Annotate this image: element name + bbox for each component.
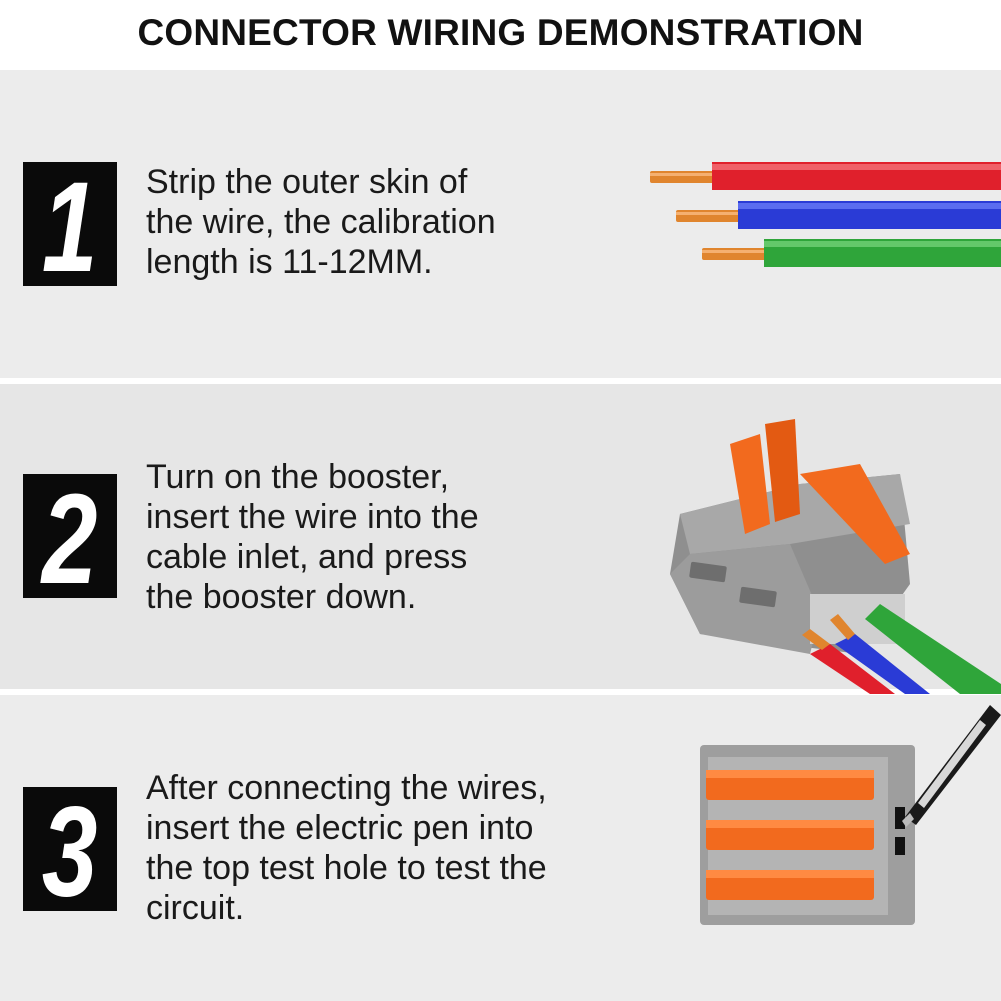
lever-raised-2: [765, 419, 800, 522]
blue-wire-copper: [830, 614, 855, 640]
step-3-instruction: After connecting the wires, insert the e…: [146, 769, 547, 927]
connector-slot-2: [739, 586, 777, 608]
step-1-number: 1: [42, 156, 98, 299]
blue-wire-copper: [676, 210, 742, 222]
test-pen-connector-illustration: [700, 705, 1001, 925]
step-3-number: 3: [42, 781, 98, 924]
step-2-panel: 2 Turn on the booster, insert the wire i…: [0, 384, 1001, 694]
electric-pen-shine: [918, 720, 986, 808]
test-hole-bottom: [895, 837, 905, 855]
stripped-wires-illustration: [650, 162, 1001, 267]
blue-wire-core-shine: [676, 212, 742, 215]
step-2-number: 2: [42, 468, 98, 611]
step-3-number-badge: 3: [23, 787, 117, 917]
red-wire-copper: [650, 171, 716, 183]
green-wire-highlight: [764, 241, 1001, 247]
test-hole-top: [895, 807, 905, 829]
step-1-instruction: Strip the outer skin of the wire, the ca…: [146, 163, 496, 281]
step-1-number-badge: 1: [23, 162, 117, 292]
page-title: CONNECTOR WIRING DEMONSTRATION: [137, 12, 864, 53]
green-wire: [865, 604, 1001, 694]
red-wire-highlight: [712, 164, 1001, 170]
red-wire-core-shine: [650, 173, 716, 176]
lever-raised-1: [730, 434, 770, 534]
step-1-panel: 1 Strip the outer skin of the wire, the …: [0, 70, 1001, 378]
lever-down-3: [800, 464, 910, 564]
red-wire: [810, 644, 895, 694]
step-2-instruction: Turn on the booster, insert the wire int…: [146, 458, 479, 616]
lever-1-highlight: [706, 770, 874, 778]
connector-slot-1: [689, 561, 727, 583]
green-wire-copper: [702, 248, 768, 260]
lever-3-highlight: [706, 870, 874, 878]
lever-2-highlight: [706, 820, 874, 828]
green-wire-core-shine: [702, 250, 768, 253]
lever-connector-illustration: [670, 419, 1001, 694]
red-wire-copper: [802, 629, 830, 650]
blue-wire: [835, 634, 930, 694]
step-2-number-badge: 2: [23, 474, 117, 604]
electric-pen-tip: [902, 813, 914, 827]
step-3-panel: 3 After connecting the wires, insert the…: [0, 695, 1001, 1001]
blue-wire-highlight: [738, 203, 1001, 209]
